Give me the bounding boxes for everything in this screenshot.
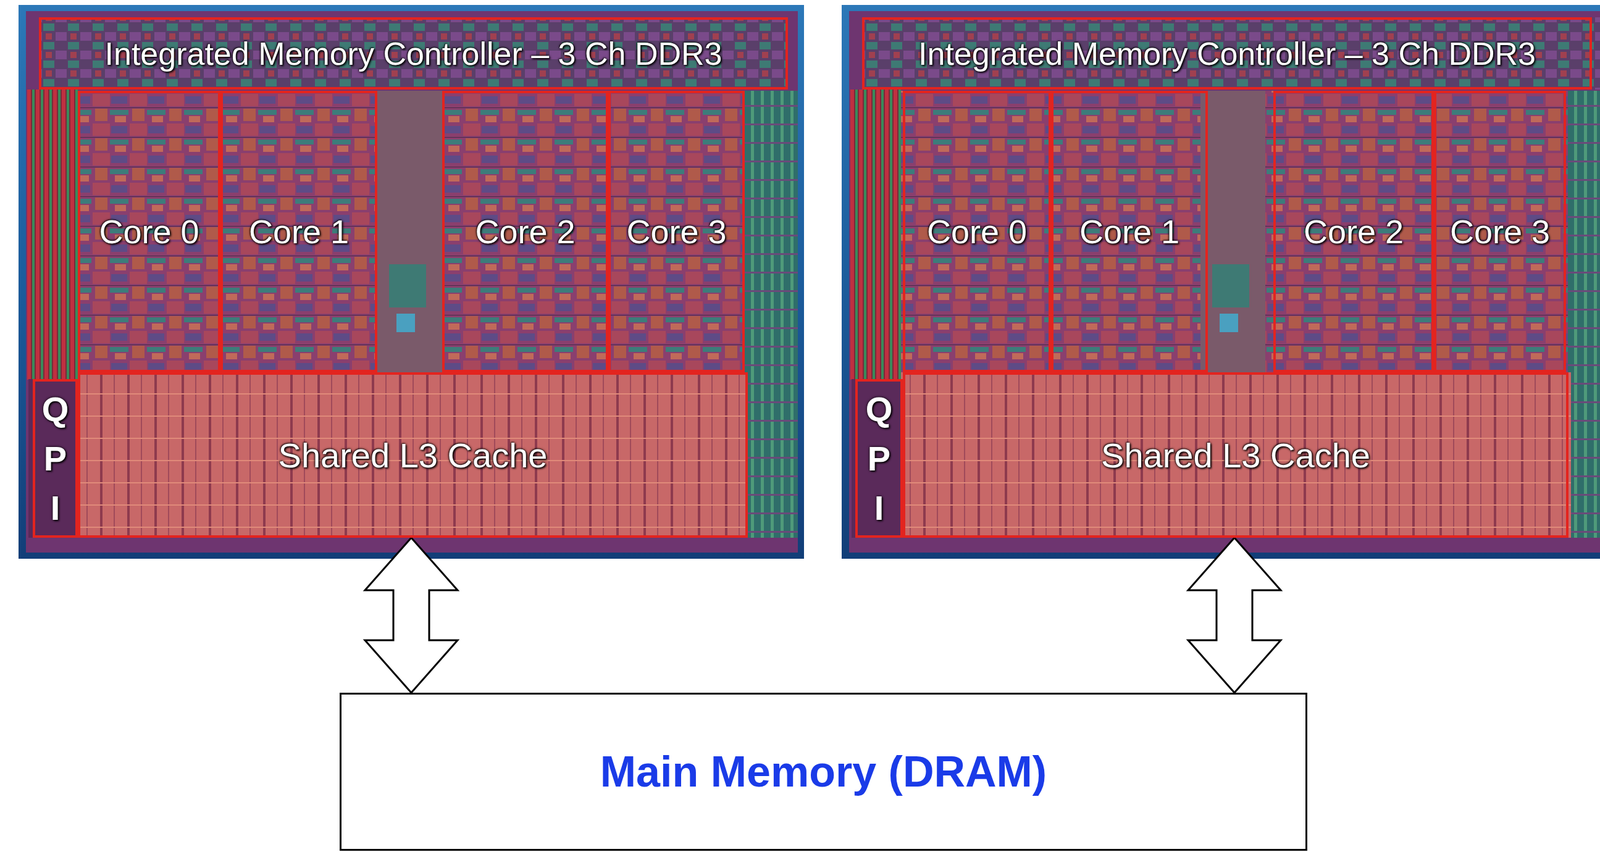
- cpu-core: Core 1: [220, 90, 378, 373]
- block-label: Core 1: [248, 212, 349, 251]
- block-label: Q P I: [38, 384, 73, 533]
- block-label: Core 1: [1079, 212, 1180, 251]
- cpu-core: Core 3: [608, 90, 745, 373]
- l3-cache: Shared L3 Cache: [77, 372, 748, 538]
- die-right: [841, 4, 1600, 559]
- block-label: Q P I: [862, 384, 897, 533]
- double-arrow: [1188, 537, 1281, 693]
- block-label: Shared L3 Cache: [1101, 435, 1371, 476]
- block-label: Integrated Memory Controller – 3 Ch DDR3: [104, 35, 723, 73]
- cpu-core: Core 2: [1273, 90, 1434, 373]
- die-left: [18, 4, 805, 559]
- block-label: Integrated Memory Controller – 3 Ch DDR3: [918, 35, 1536, 73]
- qpi-link: Q P I: [855, 379, 903, 538]
- block-label: Core 3: [1449, 212, 1550, 251]
- memory-label: Main Memory (DRAM): [600, 747, 1047, 797]
- main-memory-box: Main Memory (DRAM): [339, 692, 1308, 851]
- block-label: Core 0: [98, 212, 199, 251]
- cpu-core: Core 2: [442, 90, 609, 373]
- block-label: Core 0: [926, 212, 1027, 251]
- cpu-core: Core 1: [1051, 90, 1208, 373]
- memory-controller: Integrated Memory Controller – 3 Ch DDR3: [38, 17, 788, 90]
- memory-controller: Integrated Memory Controller – 3 Ch DDR3: [862, 17, 1592, 90]
- block-label: Core 3: [626, 212, 727, 251]
- l3-cache: Shared L3 Cache: [902, 372, 1569, 538]
- cpu-core: Core 0: [902, 90, 1052, 373]
- cpu-core: Core 0: [77, 90, 221, 373]
- block-label: Core 2: [474, 212, 575, 251]
- double-arrow: [364, 537, 458, 693]
- cpu-core: Core 3: [1433, 90, 1567, 373]
- block-label: Core 2: [1303, 212, 1404, 251]
- block-label: Shared L3 Cache: [278, 435, 548, 476]
- qpi-link: Q P I: [32, 379, 78, 538]
